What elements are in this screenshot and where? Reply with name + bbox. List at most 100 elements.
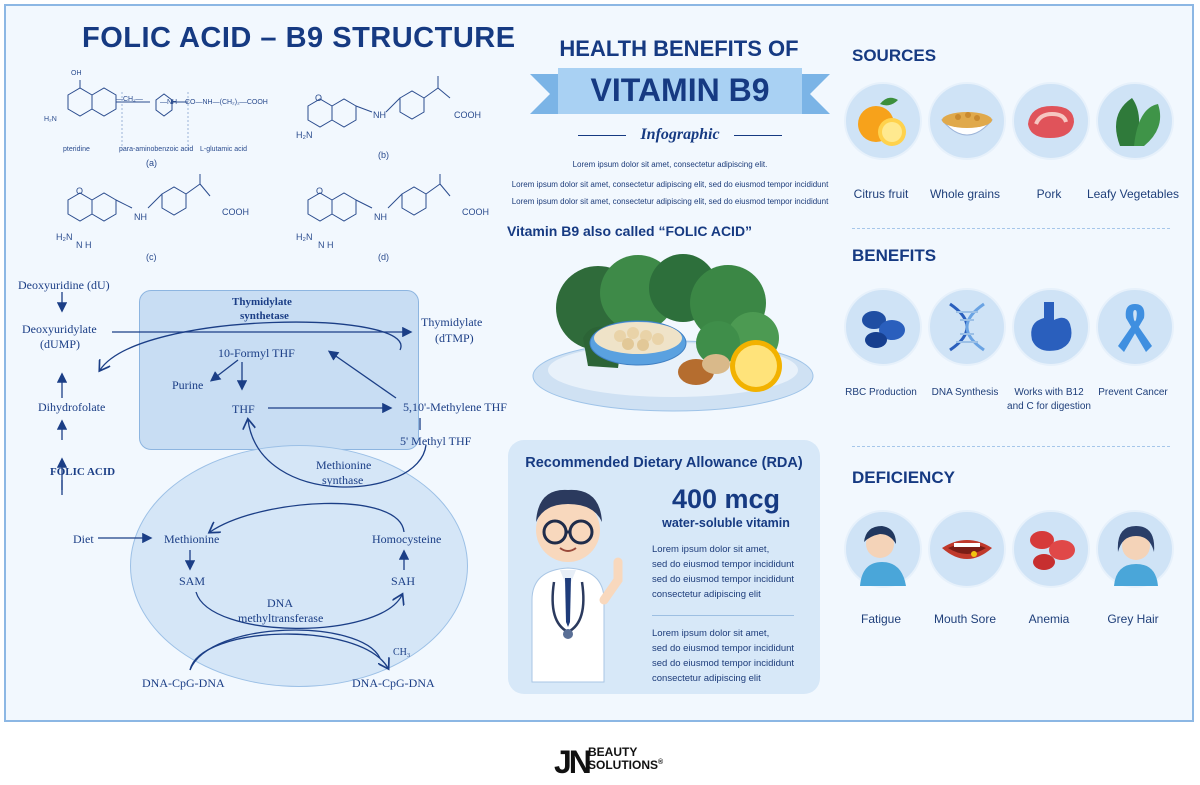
- source-pork-circle: [1012, 82, 1090, 160]
- atom-cooh-d: COOH: [462, 207, 489, 217]
- rda-divider: [652, 615, 794, 616]
- node-formyl-thf: 10-Formyl THF: [218, 346, 295, 360]
- node-purine: Purine: [172, 378, 204, 392]
- thymidylate-box: [139, 290, 419, 450]
- enzyme-thymidylate-2: synthetase: [240, 310, 289, 322]
- divider-sources: [852, 228, 1170, 229]
- rda-para2-line2: sed do eiusmod tempor incididunt: [652, 643, 795, 654]
- enzyme-dnmt-2: methyltransferase: [238, 611, 324, 625]
- label-b: (b): [378, 150, 389, 160]
- label-c: (c): [146, 252, 157, 262]
- center-heading: HEALTH BENEFITS OF: [559, 36, 799, 61]
- enzyme-dnmt-1: DNA: [267, 596, 293, 610]
- atom-nh-b: NH: [373, 110, 386, 120]
- deficiency-label-anemia: Anemia: [1028, 612, 1070, 626]
- atom-oh: OH: [71, 70, 82, 77]
- doctor-illustration: [531, 489, 623, 683]
- label-paba: para-aminobenzoic acid: [119, 146, 194, 153]
- benefit-label-cancer: Prevent Cancer: [1098, 387, 1168, 398]
- center-lorem-2: Lorem ipsum dolor sit amet, consectetur …: [511, 180, 829, 189]
- label-d: (d): [378, 252, 389, 262]
- node-dump: (dUMP): [40, 337, 81, 351]
- red-blood-cells-icon: [862, 311, 905, 348]
- atom-nh-d2: NH: [374, 212, 387, 222]
- atom-nh-c2: NH: [134, 212, 147, 222]
- label-glutamic: L-glutamic acid: [200, 146, 248, 153]
- brand-line2: SOLUTIONS®: [588, 758, 664, 773]
- banner-title: VITAMIN B9: [590, 72, 770, 108]
- enzyme-methionine-synthase-1: Methionine: [316, 458, 372, 472]
- enzyme-methionine-synthase-2: synthase: [322, 473, 364, 487]
- atom-o-b: O: [315, 93, 323, 103]
- rda-para1-line1: Lorem ipsum dolor sit amet,: [652, 544, 770, 555]
- label-a: (a): [146, 158, 157, 168]
- grains-icon: [940, 112, 994, 136]
- stomach-icon: [1031, 302, 1072, 351]
- atom-h2n-c: H₂N: [56, 232, 73, 242]
- node-folic-acid: FOLIC ACID: [50, 466, 116, 478]
- node-dna-left: DNA-CpG-DNA: [142, 676, 225, 690]
- enzyme-thymidylate-1: Thymidylate: [232, 296, 292, 308]
- rda-para1-line4: consectetur adipiscing elit: [652, 589, 761, 600]
- molecule-d: [307, 174, 451, 222]
- molecule-a: [67, 80, 189, 150]
- rda-para1-line2: sed do eiusmod tempor incididunt: [652, 559, 795, 570]
- atom-h2n-a: H₂N: [44, 116, 57, 123]
- subtitle-line-right: [734, 135, 782, 136]
- label-pteridine: pteridine: [63, 146, 90, 153]
- atom-chain-a: —CH₂—: [116, 96, 143, 103]
- atom-o-d: O: [316, 186, 324, 196]
- atom-co-a: —CO—NH—(CH₂)₂—COOH: [178, 99, 268, 106]
- grey-hair-person-icon: [1114, 526, 1158, 586]
- benefits-title: BENEFITS: [852, 246, 937, 265]
- node-methionine: Methionine: [164, 532, 220, 546]
- benefit-label-dna: DNA Synthesis: [931, 387, 999, 398]
- node-dtmp: (dTMP): [435, 331, 474, 345]
- node-deoxyuridylate: Deoxyuridylate: [22, 322, 97, 336]
- deficiency-label-fatigue: Fatigue: [860, 612, 902, 626]
- node-dna-right: DNA-CpG-DNA: [352, 676, 435, 690]
- brand-line1: BEAUTY: [588, 745, 638, 759]
- dna-icon: [949, 302, 985, 352]
- node-deoxyuridine: Deoxyuridine (dU): [18, 278, 110, 292]
- also-called: Vitamin B9 also called “FOLIC ACID”: [507, 223, 753, 239]
- atom-h2n-d: H₂N: [296, 232, 313, 242]
- node-methylene-thf: 5,10'-Methylene THF: [403, 400, 507, 414]
- deficiency-grey-hair-circle: [1096, 510, 1174, 588]
- deficiency-fatigue-circle: [844, 510, 922, 588]
- node-methyl-thf: 5' Methyl THF: [400, 434, 472, 448]
- pathway-arrows: [56, 292, 427, 700]
- deficiency-title: DEFICIENCY: [852, 468, 955, 487]
- awareness-ribbon-icon: [1118, 304, 1152, 352]
- benefit-rbc-circle: [844, 288, 922, 366]
- molecule-c: [67, 174, 211, 222]
- leafy-vegetables-icon: [1116, 98, 1161, 146]
- node-sam: SAM: [179, 574, 206, 588]
- anemia-cells-icon: [1030, 531, 1075, 570]
- rda-desc: water-soluble vitamin: [662, 516, 790, 530]
- source-label-grains: Whole grains: [929, 187, 1001, 201]
- node-dihydrofolate: Dihydrofolate: [38, 400, 106, 414]
- brand-jn: JN: [554, 744, 592, 780]
- rda-title: Recommended Dietary Allowance (RDA): [525, 455, 803, 471]
- mouth-sore-icon: [942, 540, 992, 559]
- atom-nh-d: N H: [318, 240, 334, 250]
- benefit-stomach-circle: [1012, 288, 1090, 366]
- benefit-dna-circle: [928, 288, 1006, 366]
- subtitle-line-left: [578, 135, 626, 136]
- benefit-cancer-circle: [1096, 288, 1174, 366]
- deficiency-anemia-circle: [1012, 510, 1090, 588]
- benefit-label-rbc: RBC Production: [845, 387, 917, 398]
- rda-para2-line4: consectetur adipiscing elit: [652, 673, 761, 684]
- node-diet: Diet: [73, 532, 94, 546]
- atom-cooh-b: COOH: [454, 110, 481, 120]
- deficiency-label-mouth: Mouth Sore: [933, 612, 997, 626]
- banner-ribbon: [530, 68, 830, 114]
- deficiency-mouth-circle: [928, 510, 1006, 588]
- source-leafy-circle: [1096, 82, 1174, 160]
- sources-title: SOURCES: [852, 46, 937, 65]
- rda-para2-line1: Lorem ipsum dolor sit amet,: [652, 628, 770, 639]
- source-label-pork: Pork: [1036, 187, 1062, 201]
- source-grains-circle: [928, 82, 1006, 160]
- source-label-citrus: Citrus fruit: [853, 187, 909, 201]
